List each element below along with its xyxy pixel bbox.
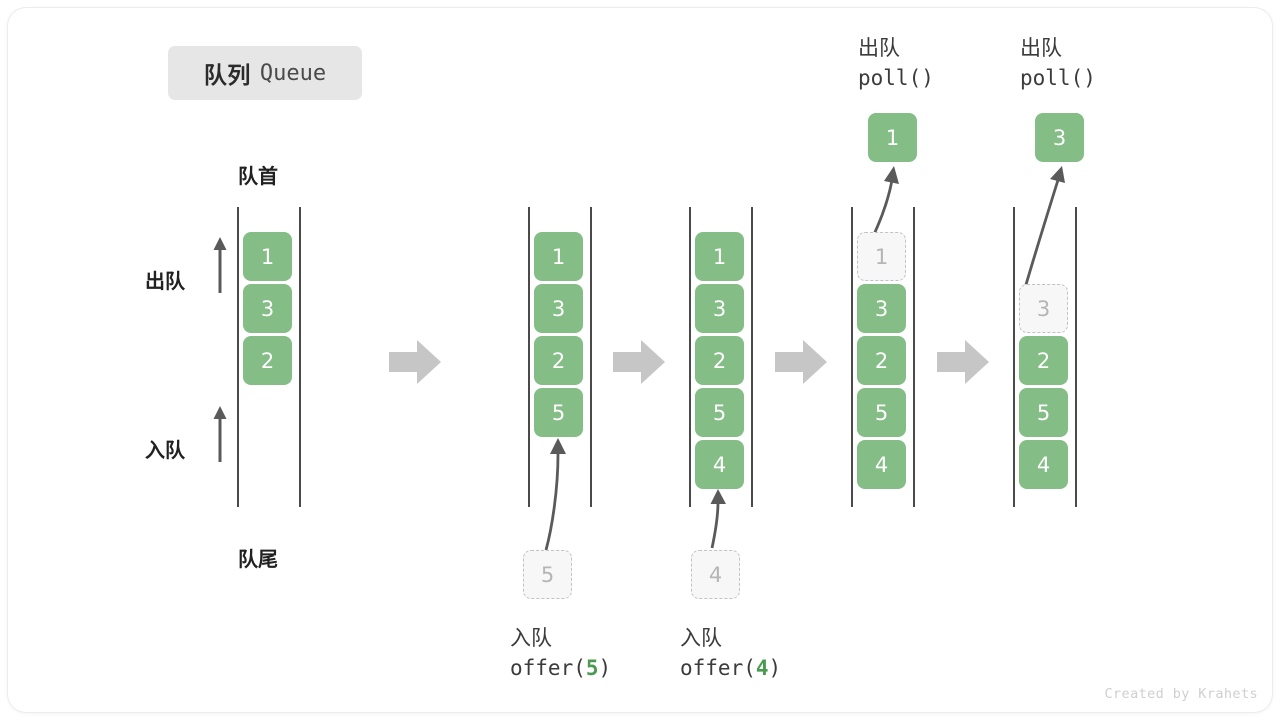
enqueue-direction-label: 入队 xyxy=(145,440,185,462)
dequeue-direction-arrow-icon xyxy=(213,237,227,293)
offer-4-label-cn: 入队 xyxy=(680,627,722,650)
queue-rail-right xyxy=(590,207,592,507)
queue-cell: 2 xyxy=(857,336,906,385)
poll-2-code: poll() xyxy=(1020,66,1096,90)
enqueue-motion-arrow-icon xyxy=(544,438,566,551)
queue-cell: 4 xyxy=(695,440,744,489)
transition-arrow-icon xyxy=(389,340,441,384)
queue-rail-right xyxy=(913,207,915,507)
queue-cell: 1 xyxy=(857,232,906,281)
queue-cell: 2 xyxy=(534,336,583,385)
offer-4-suffix: ) xyxy=(768,656,782,680)
incoming-element-ghost: 5 xyxy=(523,550,572,599)
dequeue-direction-label: 出队 xyxy=(145,271,185,293)
queue-cell: 5 xyxy=(1019,388,1068,437)
transition-arrow-icon xyxy=(775,340,827,384)
queue-cell: 2 xyxy=(1019,336,1068,385)
polled-element: 1 xyxy=(868,113,917,162)
queue-cell: 2 xyxy=(695,336,744,385)
queue-rail-right xyxy=(751,207,753,507)
queue-cell: 5 xyxy=(534,388,583,437)
queue-cell: 4 xyxy=(857,440,906,489)
queue-cell: 3 xyxy=(243,284,292,333)
queue-head-label: 队首 xyxy=(238,166,278,188)
offer-5-arg: 5 xyxy=(585,656,599,680)
queue-cell: 4 xyxy=(1019,440,1068,489)
queue-rail-left xyxy=(1013,207,1015,507)
enqueue-motion-arrow-icon xyxy=(710,489,726,549)
offer-4-code: offer(4) xyxy=(680,656,781,680)
figure-title-en: Queue xyxy=(259,60,327,86)
queue-cell: 1 xyxy=(534,232,583,281)
queue-cell: 5 xyxy=(857,388,906,437)
offer-5-prefix: offer( xyxy=(510,656,586,680)
poll-1-label-cn: 出队 xyxy=(858,37,900,60)
queue-cell: 3 xyxy=(695,284,744,333)
queue-rail-right xyxy=(299,207,301,507)
offer-5-label-cn: 入队 xyxy=(510,627,552,650)
queue-rail-right xyxy=(1075,207,1077,507)
queue-cell: 1 xyxy=(243,232,292,281)
transition-arrow-icon xyxy=(937,340,989,384)
poll-1-code: poll() xyxy=(858,66,934,90)
queue-cell: 5 xyxy=(695,388,744,437)
queue-rail-left xyxy=(237,207,239,507)
queue-cell: 1 xyxy=(695,232,744,281)
queue-rail-left xyxy=(528,207,530,507)
offer-4-arg: 4 xyxy=(755,656,769,680)
queue-cell: 2 xyxy=(243,336,292,385)
enqueue-direction-arrow-icon xyxy=(213,406,227,462)
poll-2-label-cn: 出队 xyxy=(1020,37,1062,60)
queue-rail-left xyxy=(851,207,853,507)
watermark: Created by Krahets xyxy=(1104,686,1258,702)
queue-cell: 3 xyxy=(1019,284,1068,333)
queue-tail-label: 队尾 xyxy=(238,549,278,571)
transition-arrow-icon xyxy=(613,340,665,384)
incoming-element-ghost: 4 xyxy=(691,550,740,599)
offer-4-prefix: offer( xyxy=(680,656,756,680)
polled-element: 3 xyxy=(1035,113,1084,162)
queue-cell: 3 xyxy=(534,284,583,333)
offer-5-code: offer(5) xyxy=(510,656,611,680)
figure-title-chip: 队列 Queue xyxy=(168,46,362,100)
queue-cell: 3 xyxy=(857,284,906,333)
queue-rail-left xyxy=(689,207,691,507)
offer-5-suffix: ) xyxy=(598,656,612,680)
figure-title-cn: 队列 xyxy=(203,62,251,88)
